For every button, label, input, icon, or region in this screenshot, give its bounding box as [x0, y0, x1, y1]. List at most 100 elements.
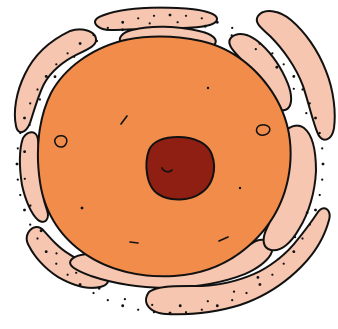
boundary-dot: [319, 194, 321, 196]
boundary-dot: [314, 117, 317, 120]
boundary-dot: [40, 229, 43, 232]
mark-lower-left-line: [130, 242, 138, 243]
mark-dot-right: [239, 187, 241, 189]
boundary-dot: [216, 21, 219, 24]
right-organelle: [257, 125, 270, 135]
boundary-dot: [67, 52, 69, 54]
boundary-dot: [153, 311, 155, 313]
boundary-dot: [321, 147, 323, 149]
boundary-dot: [271, 52, 273, 54]
boundary-dot: [233, 291, 235, 293]
boundary-dot: [257, 276, 260, 279]
boundary-dot: [29, 224, 31, 226]
boundary-dot: [275, 66, 278, 69]
boundary-dot: [292, 250, 295, 253]
boundary-dot: [55, 63, 57, 65]
boundary-dot: [301, 237, 303, 239]
boundary-dot: [19, 132, 21, 134]
boundary-dot: [79, 42, 82, 45]
boundary-dot: [309, 224, 311, 226]
boundary-dot: [185, 15, 187, 17]
boundary-dot: [283, 263, 285, 265]
boundary-dot: [169, 14, 172, 17]
boundary-dot: [24, 178, 26, 180]
boundary-dot: [216, 304, 219, 307]
boundary-dot: [305, 112, 307, 114]
boundary-dot: [39, 98, 41, 100]
boundary-dot: [124, 298, 126, 300]
boundary-dot: [201, 309, 203, 311]
boundary-dot: [283, 63, 285, 65]
boundary-dot: [245, 34, 247, 36]
boundary-dot: [29, 102, 31, 104]
boundary-dot: [107, 27, 109, 29]
boundary-dot: [137, 309, 139, 311]
boundary-dot: [259, 42, 262, 45]
boundary-dot: [23, 150, 26, 153]
boundary-dot: [149, 22, 151, 24]
boundary-dot: [322, 163, 325, 166]
boundary-dot: [98, 287, 101, 290]
mark-dot-top-right: [207, 87, 209, 89]
boundary-dot: [169, 312, 172, 315]
boundary-dot: [92, 34, 94, 36]
boundary-dot: [36, 237, 38, 239]
boundary-dot: [292, 75, 295, 78]
boundary-dot: [294, 236, 296, 238]
boundary-dot: [319, 132, 321, 134]
boundary-dot: [73, 56, 75, 58]
boundary-dot: [55, 252, 57, 254]
boundary-dot: [231, 299, 233, 301]
boundary-dot: [255, 48, 257, 50]
boundary-dot: [23, 209, 26, 212]
boundary-dot: [277, 258, 279, 260]
boundary-dot: [107, 299, 109, 301]
boundary-dot: [121, 28, 124, 31]
boundary-dot: [17, 147, 19, 149]
boundary-dot: [177, 21, 179, 23]
boundary-dot: [207, 300, 209, 302]
boundary-dot: [185, 311, 187, 313]
center-core: [146, 137, 214, 200]
boundary-dot: [231, 27, 233, 29]
mark-dot-left: [81, 207, 84, 210]
boundary-dot: [29, 124, 31, 126]
main-body-group: [38, 37, 291, 277]
boundary-dot: [19, 194, 21, 196]
boundary-dot: [301, 88, 303, 90]
boundary-dot: [55, 263, 57, 265]
boundary-dot: [54, 75, 57, 78]
boundary-dot: [271, 274, 273, 276]
boundary-dot: [23, 117, 26, 120]
boundary-dot: [45, 75, 48, 78]
boundary-dot: [75, 272, 77, 274]
boundary-dot: [179, 304, 182, 307]
boundary-dot: [201, 17, 203, 19]
boundary-dot: [67, 274, 69, 276]
boundary-dot: [314, 209, 317, 212]
boundary-dot: [45, 250, 48, 253]
boundary-dot: [309, 102, 311, 104]
boundary-dot: [204, 25, 207, 28]
boundary-dot: [293, 88, 295, 90]
boundary-dot: [92, 292, 94, 294]
boundary-dot: [321, 179, 323, 181]
boundary-dot: [96, 40, 98, 42]
boundary-dot: [29, 204, 31, 206]
boundary-dot: [151, 304, 153, 306]
boundary-dot: [36, 88, 38, 90]
boundary-dot: [306, 211, 309, 214]
boundary-dot: [17, 179, 19, 181]
left-organelle: [55, 136, 67, 147]
boundary-dot: [231, 34, 233, 36]
boundary-dot: [16, 163, 19, 166]
boundary-dot: [121, 304, 124, 307]
boundary-dot: [153, 15, 155, 17]
boundary-dot: [137, 17, 139, 19]
boundary-dot: [79, 283, 82, 286]
boundary-dot: [121, 21, 124, 24]
boundary-dot: [259, 283, 262, 286]
boundary-dot: [245, 292, 247, 294]
